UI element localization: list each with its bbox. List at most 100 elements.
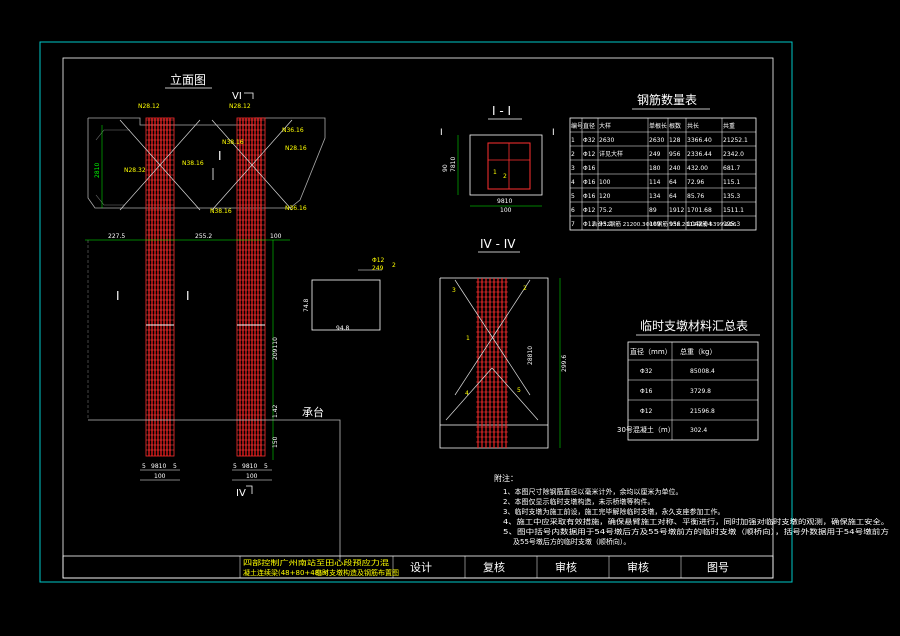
- ii-dim-height-total: 90: [442, 164, 449, 172]
- svg-text:I: I: [440, 128, 443, 138]
- rebar-cell-5-0: 6: [571, 207, 575, 214]
- notes-heading: 附注：: [494, 473, 518, 483]
- title-block: 四部控制广州南站至田心段预应力混 凝土连续梁(48+80+48)m 临时支墩构造…: [62, 555, 774, 579]
- mat-r2-1: 21596.8: [690, 408, 715, 415]
- rebar-header-4: 根数: [669, 122, 681, 130]
- rebar-cell-5-6: 1511.1: [723, 207, 744, 214]
- rebar-cell-0-2: 2630: [599, 137, 614, 144]
- iv-dim-right: 299.6: [561, 355, 568, 372]
- tb-cell-design: 设计: [410, 561, 432, 574]
- note-3: 3、临时支墩为施工前设，施工完毕解除临时支墩，永久支座参加工作。: [503, 507, 724, 516]
- rebar-cell-4-2: 120: [599, 193, 611, 200]
- rebar-cell-5-1: Φ12: [583, 207, 596, 214]
- rebar-cell-3-3: 114: [649, 179, 661, 186]
- rebar-cell-0-1: Φ32: [583, 137, 596, 144]
- tag-left-top: N28.12: [138, 103, 160, 110]
- rebar-cell-4-3: 134: [649, 193, 661, 200]
- detail-tag-len: 249: [372, 265, 384, 272]
- bottom-left-5a: 5: [142, 463, 146, 470]
- tag-4: N36.16: [285, 205, 307, 212]
- dim-right-1: 209110: [272, 337, 279, 360]
- section-iv-iv: IV - IV 28810 299.6 1 2 3 4 5: [439, 237, 568, 449]
- tb-cell-approve: 审核: [627, 560, 649, 574]
- mat-header-1: 总重（kg）: [680, 347, 717, 356]
- detail-dim-bottom: 94.8: [336, 325, 350, 332]
- dim-row-1: 227.5: [108, 233, 125, 240]
- rebar-cell-0-6: 21252.1: [723, 137, 748, 144]
- section-i-i-title: I - I: [492, 104, 511, 118]
- rebar-cell-3-4: 64: [669, 179, 677, 186]
- note-4: 4、施工中应采取有效措施，确保悬臂施工对称、平衡进行，同时加强对临时支墩的观测，…: [503, 517, 889, 526]
- ii-dim-width: 9810: [497, 198, 512, 205]
- tag-2: N38.16: [222, 139, 244, 146]
- rebar-cell-1-6: 2342.0: [723, 151, 744, 158]
- rebar-cell-6-4: 956: [669, 221, 681, 228]
- rebar-cell-2-0: 3: [571, 165, 575, 172]
- tag-6: N28.32: [124, 167, 146, 174]
- dim-right-2: 1.42: [272, 404, 279, 418]
- tag-3: N28.16: [285, 145, 307, 152]
- detail-marker: 2: [392, 262, 396, 269]
- rebar-cell-6-5: 1042.04: [687, 221, 712, 228]
- iv-marker-3: 3: [452, 287, 456, 294]
- mat-r3-0: 30号混凝土（m）: [617, 425, 675, 434]
- rebar-cell-4-6: 135.3: [723, 193, 740, 200]
- rebar-cell-2-4: 240: [669, 165, 681, 172]
- rebar-cell-2-3: 180: [649, 165, 661, 172]
- drawing-name: 临时支墩构造及钢筋布置图: [315, 568, 399, 577]
- rebar-cell-3-2: 100: [599, 179, 611, 186]
- stirrup-detail: Φ12 249 2 74.8 94.8: [303, 257, 396, 332]
- note-1: 1、本图尺寸除钢筋直径以毫米计外，余均以厘米为单位。: [503, 487, 682, 496]
- mat-r0-0: Φ32: [640, 368, 653, 375]
- bottom-left-100: 100: [154, 473, 166, 480]
- dim-row-3: 100: [270, 233, 282, 240]
- rebar-cell-6-1: Φ12: [583, 221, 596, 228]
- bottom-right-100: 100: [246, 473, 258, 480]
- bottom-right-5b: 5: [264, 463, 268, 470]
- pile-cap-outline: [88, 419, 341, 562]
- elevation-title: 立面图: [170, 72, 206, 87]
- section-i-left: I: [116, 289, 120, 303]
- rebar-cell-3-5: 72.96: [687, 179, 704, 186]
- rebar-header-6: 共重: [723, 122, 735, 130]
- ii-dim-height: 7810: [450, 157, 457, 172]
- mat-header-0: 直径（mm）: [630, 347, 672, 356]
- rebar-table-title: 钢筋数量表: [637, 92, 697, 107]
- rebar-cell-2-6: 681.7: [723, 165, 740, 172]
- bottom-left-9810: 9810: [151, 463, 166, 470]
- mat-r2-0: Φ12: [640, 408, 653, 415]
- tag-5: N38.16: [210, 208, 232, 215]
- material-summary-table: 临时支墩材料汇总表 直径（mm） 总重（kg） Φ32 85008.4 Φ16 …: [617, 319, 760, 441]
- rebar-header-0: 编号: [571, 122, 583, 130]
- bottom-left-5b: 5: [173, 463, 177, 470]
- project-line-1: 四部控制广州南站至田心段预应力混: [243, 558, 389, 567]
- rebar-cell-2-5: 432.00: [687, 165, 708, 172]
- outer-frame: [39, 41, 793, 583]
- rebar-cell-5-3: 89: [649, 207, 657, 214]
- rebar-cell-6-3: 109: [649, 221, 661, 228]
- bottom-right-9810: 9810: [242, 463, 257, 470]
- section-iv-title: IV - IV: [480, 237, 516, 251]
- material-table-title: 临时支墩材料汇总表: [640, 319, 748, 333]
- iv-marker-1: 1: [466, 335, 470, 342]
- note-6: 及55号墩后方的临时支墩（顺桥向）。: [513, 537, 630, 546]
- dim-right-3: 150: [272, 436, 279, 448]
- rebar-header-5: 共长: [687, 122, 699, 130]
- rebar-cell-3-1: Φ16: [583, 179, 596, 186]
- ii-marker-1: 1: [493, 169, 497, 176]
- section-i-i: I - I 7810 90 9810 100 1 2 I I: [440, 104, 555, 214]
- detail-dim-side: 74.8: [303, 298, 310, 312]
- tb-cell-drawing-no: 图号: [707, 561, 729, 574]
- rebar-cell-5-2: 75.2: [599, 207, 613, 214]
- ii-marker-2: 2: [503, 173, 507, 180]
- tb-cell-review: 审核: [555, 560, 577, 574]
- rebar-cell-1-4: 956: [669, 151, 681, 158]
- rebar-header-3: 单根长: [649, 122, 667, 130]
- rebar-cell-6-6: 925.3: [723, 221, 740, 228]
- rebar-cell-4-5: 85.76: [687, 193, 704, 200]
- dim-row-2: 255.2: [195, 233, 212, 240]
- rebar-cell-3-6: 115.1: [723, 179, 740, 186]
- project-line-2: 凝土连续梁(48+80+48)m: [243, 568, 329, 577]
- iv-marker-4: 4: [465, 390, 469, 397]
